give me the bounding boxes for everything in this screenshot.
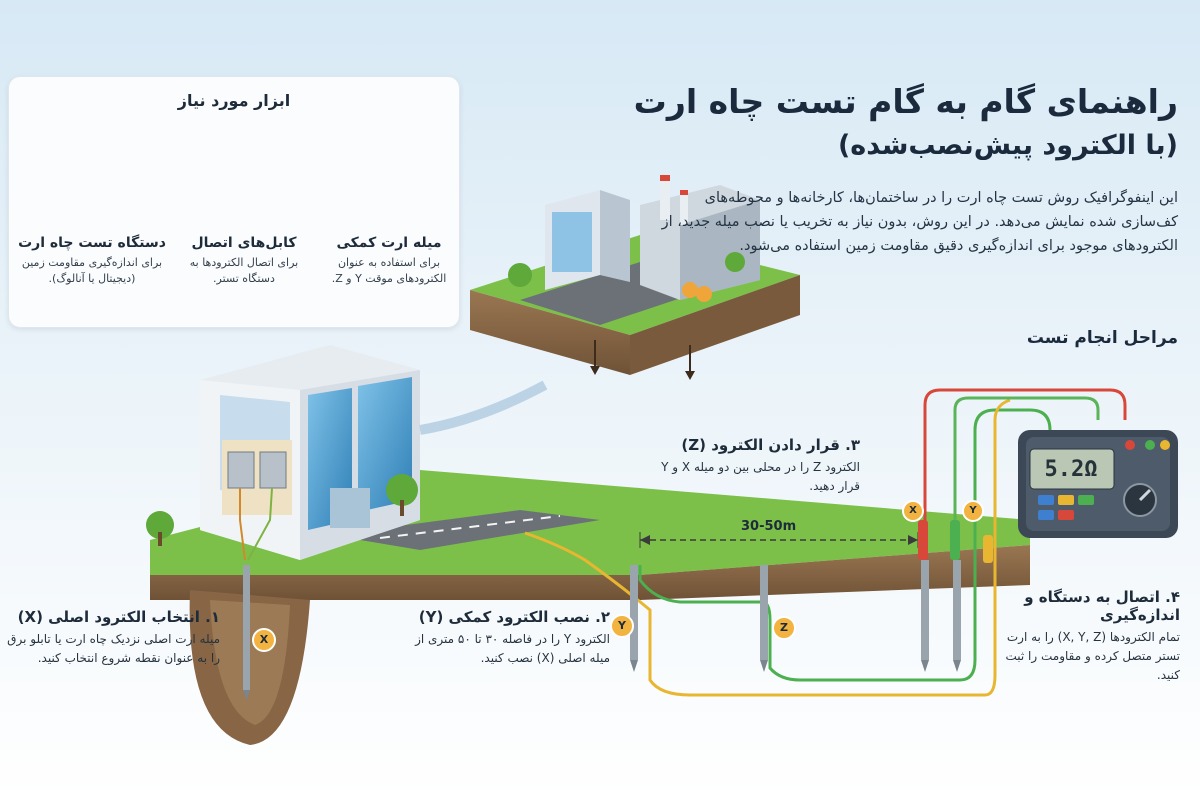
aux-rod-y [630, 565, 638, 672]
tool-cables-desc: برای اتصال الکترودها به دستگاه تستر. [189, 256, 299, 285]
step-1: ۱. انتخاب الکترود اصلی (X) میله ارت اصلی… [6, 608, 220, 668]
step-2-title: ۲. نصب الکترود کمکی (Y) [418, 608, 610, 626]
step-4: ۴. اتصال به دستگاه و اندازه‌گیری تمام ال… [985, 588, 1180, 685]
marker-x-right: X [902, 500, 924, 522]
rod-pair-right [918, 520, 993, 672]
step-2-desc: الکترود Y را در فاصله ۳۰ تا ۵۰ متری از م… [415, 632, 610, 665]
step-4-desc: تمام الکترودها (X, Y, Z) را به ارت تستر … [1005, 630, 1180, 682]
marker-y-left: Y [610, 614, 634, 638]
marker-x-main: X [252, 628, 276, 652]
aux-rod-z [760, 565, 768, 672]
step-2: ۲. نصب الکترود کمکی (Y) الکترود Y را در … [398, 608, 610, 668]
distance-label: 30-50m [741, 519, 797, 534]
page-title: راهنمای گام به گام تست چاه ارت [633, 82, 1178, 121]
tool-tester: دستگاه تست چاه ارت برای اندازه‌گیری مقاو… [17, 235, 167, 287]
inset-arrow [419, 380, 548, 435]
step-4-title: ۴. اتصال به دستگاه و اندازه‌گیری [1024, 588, 1180, 624]
tools-panel: ابزار مورد نیاز دستگاه تست چاه ارت برای … [8, 76, 460, 328]
tool-rods-name: میله ارت کمکی [336, 235, 442, 251]
step-1-desc: میله ارت اصلی نزدیک چاه ارت یا تابلو برق… [7, 632, 220, 665]
marker-y-right-label: Y [969, 505, 977, 516]
step-3-desc: الکترود Z را در محلی بین دو میله X و Y ق… [661, 460, 860, 493]
step-3-title: ۳. قرار دادن الکترود (Z) [681, 436, 860, 454]
intro-paragraph: این اینفوگرافیک روش تست چاه ارت را در سا… [661, 190, 1178, 254]
step-1-title: ۱. انتخاب الکترود اصلی (X) [17, 608, 220, 626]
tool-rods-desc: برای استفاده به عنوان الکترودهای موقت Y … [331, 256, 447, 285]
marker-x-right-label: X [909, 505, 917, 516]
factory-inset [470, 175, 800, 380]
meter-reading: 5.2Ω [1044, 457, 1098, 482]
office-building [146, 345, 420, 561]
page-subtitle: (با الکترود پیش‌نصب‌شده) [837, 130, 1178, 161]
tool-cables: کابل‌های اتصال برای اتصال الکترودها به د… [179, 235, 309, 287]
marker-y-right: Y [962, 500, 984, 522]
tool-rods: میله ارت کمکی برای استفاده به عنوان الکت… [324, 235, 454, 287]
earth-tester-device [1018, 430, 1178, 538]
marker-x-main-label: X [259, 633, 269, 646]
tool-tester-desc: برای اندازه‌گیری مقاومت زمین (دیجیتال یا… [21, 256, 163, 285]
main-rod-x [243, 565, 250, 700]
marker-z-label: Z [780, 621, 788, 634]
tools-title: ابزار مورد نیاز [177, 91, 291, 110]
steps-heading: مراحل انجام تست [1026, 328, 1178, 348]
marker-z: Z [772, 616, 796, 640]
tool-tester-name: دستگاه تست چاه ارت [18, 235, 166, 251]
step-3: ۳. قرار دادن الکترود (Z) الکترود Z را در… [660, 436, 860, 496]
test-leads [524, 388, 1127, 697]
marker-y-left-label: Y [618, 619, 626, 632]
tool-cables-name: کابل‌های اتصال [191, 235, 297, 251]
